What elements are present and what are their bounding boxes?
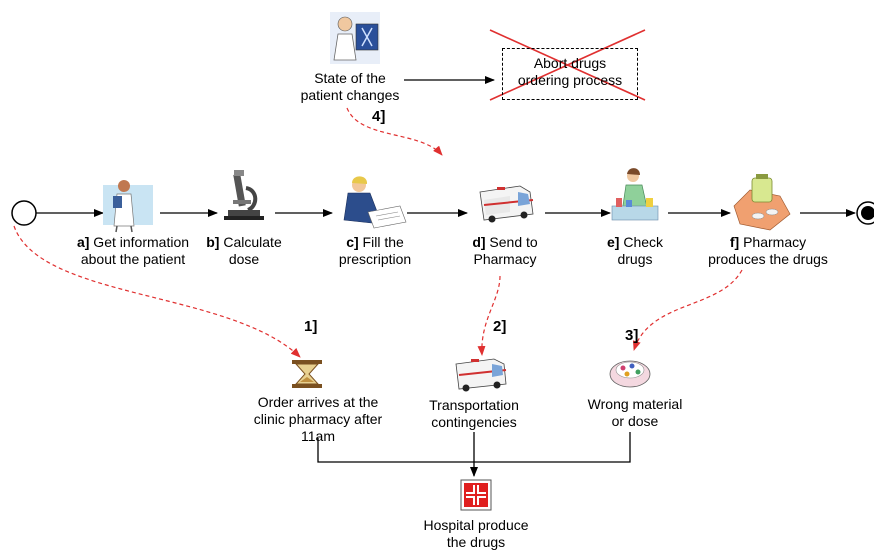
exception-1-line2: clinic pharmacy after <box>253 411 383 427</box>
step-d-line2: Pharmacy <box>473 251 537 267</box>
exception-3-line1: Wrong material <box>587 396 683 412</box>
exception-3-line2: or dose <box>611 413 659 429</box>
exception-2-line1: Transportation <box>429 397 519 413</box>
exception-1-line1: Order arrives at the <box>257 394 379 410</box>
abort-line1: Abort drugs <box>533 55 607 71</box>
step-b-label: b] Calculate dose <box>199 234 289 268</box>
step-e-line2: drugs <box>617 251 653 267</box>
step-c-letter: c] <box>346 234 359 250</box>
exception-1-label: Order arrives at the clinic pharmacy aft… <box>243 394 393 445</box>
step-f-line2: produces the drugs <box>708 251 828 267</box>
step-a-label: a] Get information about the patient <box>63 234 203 268</box>
step-f-label: f] Pharmacy produces the drugs <box>698 234 838 268</box>
exception-2-line2: contingencies <box>431 414 517 430</box>
step-a-line1: Get information <box>89 234 190 250</box>
exception-arrows <box>13 107 743 358</box>
exception-number-2: 2] <box>493 318 507 335</box>
merge-lines <box>317 432 631 477</box>
step-a-line2: about the patient <box>80 251 186 267</box>
prescription-writer-icon <box>343 176 407 229</box>
step-d-letter: d] <box>472 234 486 250</box>
microscope-icon <box>224 170 264 220</box>
step-b-line1: Calculate <box>219 234 282 250</box>
step-c-line2: prescription <box>338 251 412 267</box>
step-b-letter: b] <box>206 234 220 250</box>
step-c-label: c] Fill the prescription <box>325 234 425 268</box>
abort-line2: ordering process <box>517 72 623 88</box>
exception-3-label: Wrong material or dose <box>575 396 695 430</box>
outcome-line1: Hospital produce <box>423 517 529 533</box>
outcome-line2: the drugs <box>446 534 506 550</box>
step-e-label: e] Check drugs <box>595 234 675 268</box>
pharmacy-products-icon <box>733 174 791 231</box>
exception-1-line3: 11am <box>301 428 335 444</box>
exception-2-label: Transportation contingencies <box>414 397 534 431</box>
exception-number-1: 1] <box>304 318 318 335</box>
step-f-letter: f] <box>729 234 740 250</box>
wrong-material-icon <box>609 360 651 388</box>
nurse-icon <box>103 180 153 233</box>
step-e-line1: Check <box>619 234 664 250</box>
exception-number-3: 3] <box>625 327 639 344</box>
main-flow-arrows <box>36 76 856 217</box>
abort-cross <box>489 29 646 101</box>
step-e-letter: e] <box>606 234 620 250</box>
outcome-label: Hospital produce the drugs <box>406 517 546 551</box>
end-event <box>856 201 874 225</box>
doctor-xray-icon <box>330 12 380 64</box>
step-d-line1: Send to <box>485 234 538 250</box>
start-event <box>11 200 37 226</box>
patient-state-label: State of the patient changes <box>290 70 410 104</box>
patient-state-line2: patient changes <box>300 87 400 103</box>
step-c-line1: Fill the <box>358 234 404 250</box>
step-a-letter: a] <box>76 234 90 250</box>
step-d-label: d] Send to Pharmacy <box>455 234 555 268</box>
step-f-line1: Pharmacy <box>739 234 807 250</box>
ambulance-small-icon <box>455 358 507 392</box>
exception-number-4: 4] <box>372 108 386 125</box>
ambulance-icon <box>479 185 534 223</box>
step-b-line2: dose <box>228 251 260 267</box>
pharmacist-icon <box>611 168 659 221</box>
abort-process-box: Abort drugs ordering process <box>502 48 638 100</box>
hospital-icon <box>460 479 492 511</box>
hourglass-icon <box>292 360 322 388</box>
patient-state-line1: State of the <box>314 70 386 86</box>
